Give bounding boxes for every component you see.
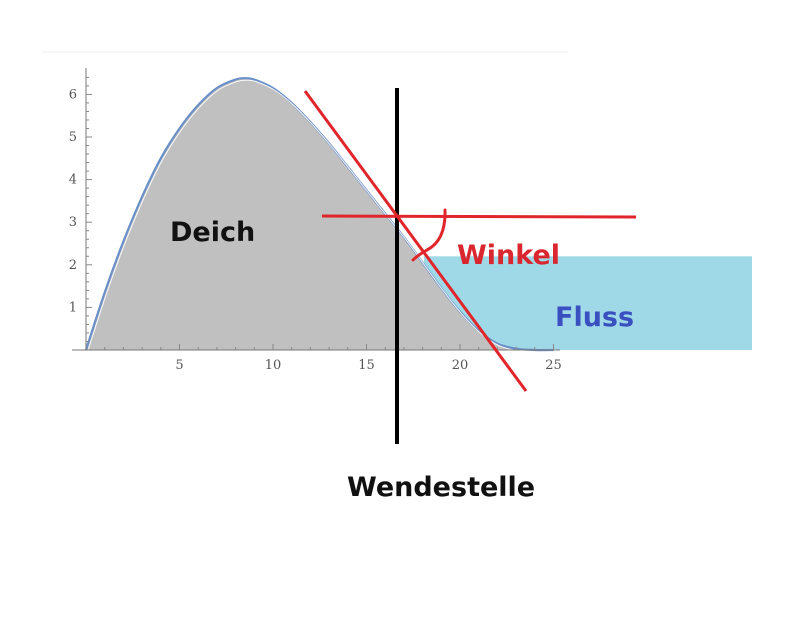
x-tick-label: 15	[358, 358, 375, 373]
y-tick-label: 1	[69, 300, 77, 315]
annotations	[303, 88, 637, 444]
wendestelle-label: Wendestelle	[347, 472, 535, 503]
horizontal-reference-line	[321, 214, 637, 219]
y-tick-label: 6	[69, 87, 77, 102]
y-tick-label: 2	[69, 258, 77, 273]
y-tick-label: 4	[69, 173, 77, 188]
x-tick-label: 10	[265, 358, 282, 373]
x-tick-label: 20	[452, 358, 469, 373]
y-tick-label: 5	[69, 130, 77, 145]
winkel-label: Winkel	[457, 240, 560, 271]
x-tick-label: 5	[175, 358, 183, 373]
axes: 5 10 15 20 25 1 2 3 4 5 6	[42, 51, 568, 373]
fluss-label: Fluss	[555, 302, 634, 333]
x-tick-label: 25	[545, 358, 562, 373]
tangent-line	[303, 90, 528, 392]
deich-label: Deich	[170, 217, 255, 248]
angle-arc	[411, 208, 447, 262]
y-tick-label: 3	[69, 215, 77, 230]
dike-curve-highlight	[87, 79, 556, 353]
dike-area	[84, 77, 556, 353]
